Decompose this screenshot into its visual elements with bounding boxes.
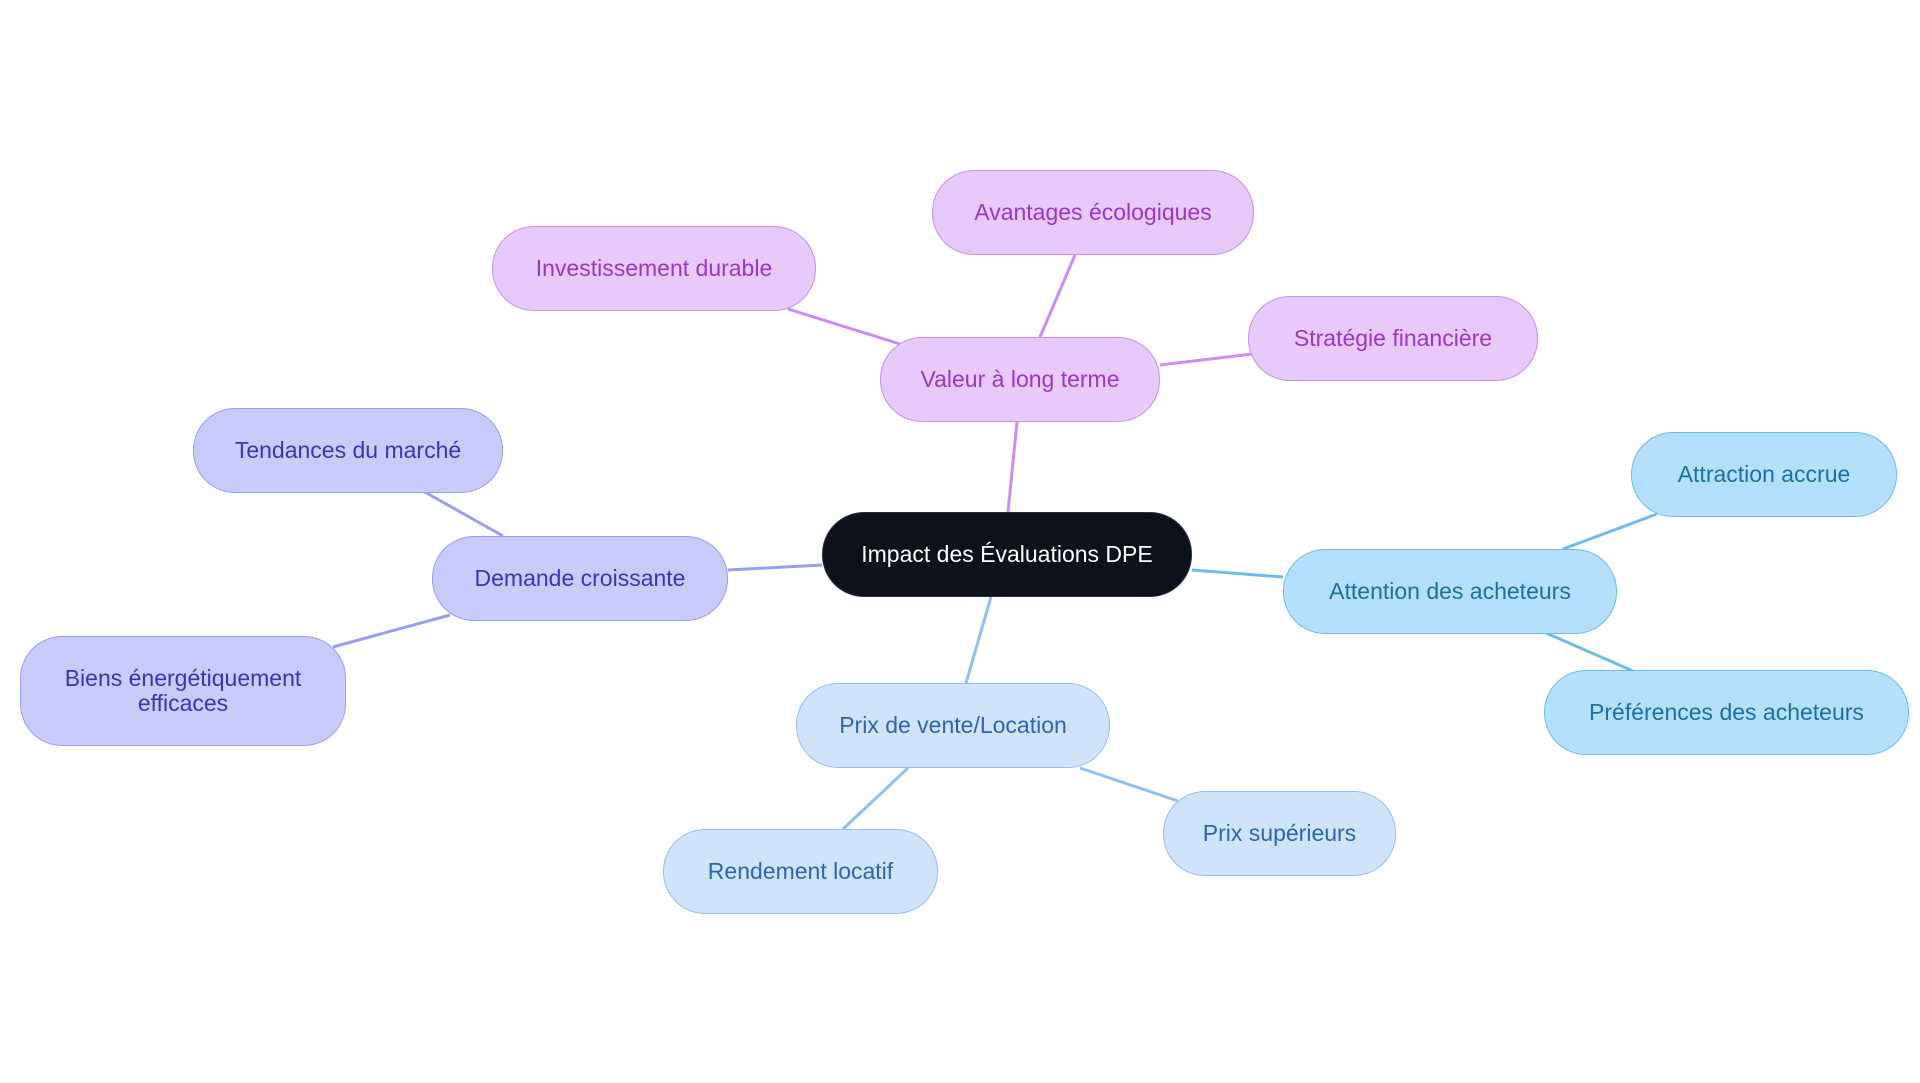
branch-node-demande[interactable]: Demande croissante [432, 536, 728, 621]
branch-node-label: Attention des acheteurs [1329, 578, 1571, 604]
branch-node-prix[interactable]: Prix de vente/Location [796, 683, 1110, 768]
edge-valeur-avantages [1038, 254, 1077, 338]
leaf-node-label: Prix supérieurs [1202, 820, 1357, 846]
edge-prix-superieurs [1079, 766, 1179, 803]
leaf-node-label-line-2: efficaces [137, 690, 229, 716]
edge-root-prix [964, 596, 993, 684]
leaf-node-prix-superieurs[interactable]: Prix supérieurs [1163, 791, 1396, 876]
edge-valeur-investissement [787, 307, 901, 346]
edge-prix-rendement [841, 766, 910, 831]
edge-attention-preferences [1545, 631, 1634, 673]
edge-demande-biens [332, 613, 451, 649]
branch-node-attention[interactable]: Attention des acheteurs [1283, 549, 1617, 634]
branch-node-label: Prix de vente/Location [839, 712, 1067, 738]
leaf-node-label: Stratégie financière [1293, 325, 1493, 351]
edge-root-valeur [1006, 421, 1019, 513]
leaf-node-tendances-marche[interactable]: Tendances du marché [193, 408, 503, 493]
edge-root-demande [727, 563, 823, 572]
edge-valeur-strategie [1159, 352, 1253, 367]
root-node-label: Impact des Évaluations DPE [861, 541, 1153, 567]
root-node-impact-dpe[interactable]: Impact des Évaluations DPE [822, 512, 1192, 597]
leaf-node-preferences-acheteurs[interactable]: Préférences des acheteurs [1544, 670, 1909, 755]
leaf-node-rendement-locatif[interactable]: Rendement locatif [663, 829, 938, 914]
edge-root-attention [1191, 568, 1284, 579]
edge-attention-attraction [1562, 512, 1658, 551]
leaf-node-label-line-1: Biens énergétiquement [64, 665, 302, 691]
leaf-node-label: Tendances du marché [234, 437, 462, 463]
leaf-node-label: Attraction accrue [1677, 461, 1851, 487]
branch-node-valeur[interactable]: Valeur à long terme [880, 337, 1160, 422]
leaf-node-attraction-accrue[interactable]: Attraction accrue [1631, 432, 1897, 517]
edge-demande-tendances [422, 489, 504, 538]
leaf-node-label: Biens énergétiquement efficaces [65, 666, 302, 716]
leaf-node-strategie-financiere[interactable]: Stratégie financière [1248, 296, 1538, 381]
leaf-node-label: Rendement locatif [707, 858, 894, 884]
leaf-node-avantages-ecologiques[interactable]: Avantages écologiques [932, 170, 1254, 255]
leaf-node-label: Investissement durable [535, 255, 773, 281]
leaf-node-biens-energetiques[interactable]: Biens énergétiquement efficaces [20, 636, 346, 746]
leaf-node-investissement-durable[interactable]: Investissement durable [492, 226, 816, 311]
leaf-node-label: Préférences des acheteurs [1589, 699, 1864, 725]
branch-node-label: Demande croissante [474, 565, 686, 591]
leaf-node-label: Avantages écologiques [974, 199, 1212, 225]
branch-node-label: Valeur à long terme [920, 366, 1120, 392]
